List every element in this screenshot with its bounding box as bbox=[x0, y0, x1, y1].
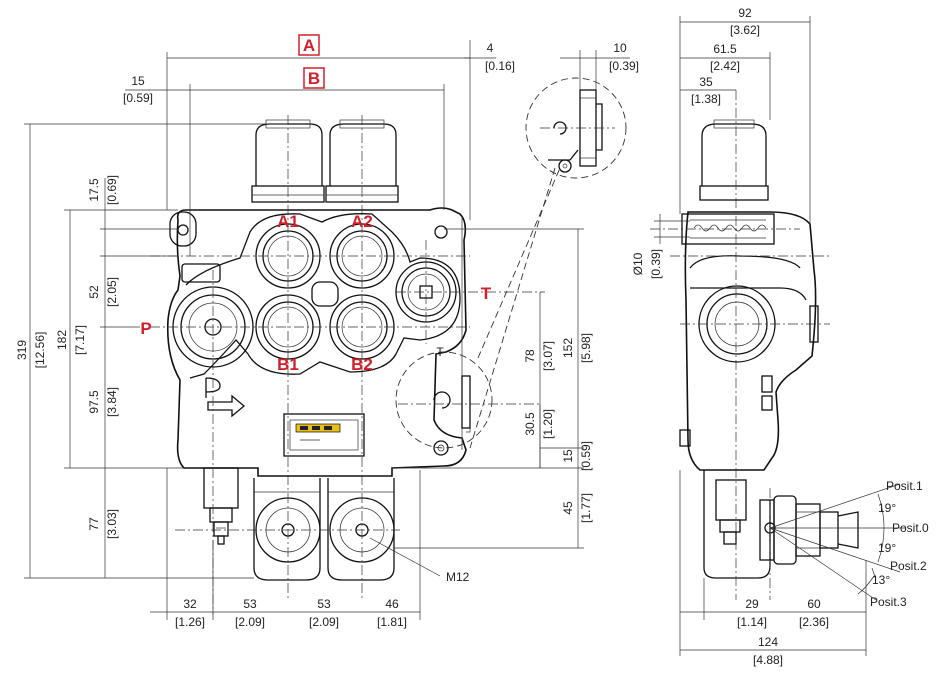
label-posit0: Posit.0 bbox=[892, 521, 929, 535]
dim-17-5-in: [0.69] bbox=[105, 175, 119, 205]
dim-15-top-mm: 15 bbox=[131, 74, 145, 88]
dim-319-in: [12.56] bbox=[33, 332, 47, 369]
dim-4-in: [0.16] bbox=[485, 59, 515, 73]
dim-53-right-in: [2.09] bbox=[309, 615, 339, 629]
detail-leader-line bbox=[469, 167, 556, 449]
dim-152-mm: 152 bbox=[561, 338, 575, 358]
label-t: T bbox=[481, 284, 492, 303]
dimension-values: 4 [0.16] 10 [0.39] 15 [0.59] 92 [3.62] 6… bbox=[15, 6, 829, 667]
dim-97-5-in: [3.84] bbox=[105, 387, 119, 417]
dim-53-left-in: [2.09] bbox=[235, 615, 265, 629]
dim-52-in: [2.05] bbox=[105, 277, 119, 307]
label-posit3: Posit.3 bbox=[870, 595, 907, 609]
lever-housing-right bbox=[327, 478, 395, 581]
front-view bbox=[150, 115, 545, 615]
dim-32-in: [1.26] bbox=[175, 615, 205, 629]
dim-4-mm: 4 bbox=[487, 41, 494, 55]
label-box-b bbox=[303, 67, 325, 89]
dim-124-mm: 124 bbox=[758, 635, 778, 649]
dim-77-mm: 77 bbox=[87, 517, 101, 531]
dim-319-mm: 319 bbox=[15, 340, 29, 360]
body-inner-contour bbox=[185, 213, 461, 379]
label-a1: A1 bbox=[277, 212, 299, 231]
marking-plate bbox=[181, 263, 221, 283]
label-b2: B2 bbox=[351, 355, 373, 374]
dim-60-mm: 60 bbox=[807, 597, 821, 611]
label-b1: B1 bbox=[277, 355, 299, 374]
port-labels: A B A1 A2 B1 B2 P T T M12 Posit.1 Posit.… bbox=[140, 34, 929, 609]
dim-45-mm: 45 bbox=[561, 501, 575, 515]
dim-35-mm: 35 bbox=[699, 75, 713, 89]
label-angle-19-lower: 19° bbox=[878, 541, 896, 555]
dim-78-mm: 78 bbox=[523, 349, 537, 363]
dim-30-5-in: [1.20] bbox=[541, 409, 555, 439]
dim-60-in: [2.36] bbox=[799, 615, 829, 629]
dim-53-right-mm: 53 bbox=[317, 597, 331, 611]
dim-29-mm: 29 bbox=[745, 597, 759, 611]
dim-29-in: [1.14] bbox=[737, 615, 767, 629]
dim-46-in: [1.81] bbox=[377, 615, 407, 629]
dim-78-in: [3.07] bbox=[541, 341, 555, 371]
dim-15-right-mm: 15 bbox=[561, 449, 575, 463]
dim-182-in: [7.17] bbox=[73, 325, 87, 355]
label-a: A bbox=[303, 36, 315, 55]
relief-valve bbox=[203, 467, 239, 545]
dim-92-in: [3.62] bbox=[730, 23, 760, 37]
label-b: B bbox=[308, 69, 320, 88]
dim-dia-10-in: [0.39] bbox=[649, 249, 663, 279]
dim-92-mm: 92 bbox=[738, 6, 752, 20]
dim-61-5-mm: 61.5 bbox=[713, 42, 737, 56]
brand-plate bbox=[283, 413, 365, 457]
dim-15-right-in: [0.59] bbox=[579, 441, 593, 471]
mount-hole-top-right bbox=[434, 225, 448, 239]
label-posit2: Posit.2 bbox=[890, 559, 927, 573]
dim-182-mm: 182 bbox=[55, 330, 69, 350]
side-view bbox=[650, 90, 905, 601]
dim-124-in: [4.88] bbox=[753, 653, 783, 667]
center-pocket bbox=[311, 281, 339, 307]
dim-152-in: [5.98] bbox=[579, 333, 593, 363]
label-posit1: Posit.1 bbox=[886, 479, 923, 493]
lever-housing-left bbox=[253, 478, 321, 581]
label-p: P bbox=[140, 319, 151, 338]
dim-dia-10-mm: Ø10 bbox=[631, 252, 645, 275]
dim-35-in: [1.38] bbox=[691, 92, 721, 106]
dim-53-left-mm: 53 bbox=[243, 597, 257, 611]
label-a2: A2 bbox=[351, 212, 373, 231]
label-t-small: T bbox=[436, 345, 444, 359]
label-box-a bbox=[298, 34, 320, 56]
dim-17-5-mm: 17.5 bbox=[87, 178, 101, 202]
dim-77-in: [3.03] bbox=[105, 509, 119, 539]
dim-10-mm: 10 bbox=[613, 41, 627, 55]
dim-32-mm: 32 bbox=[183, 597, 197, 611]
label-m12: M12 bbox=[446, 570, 470, 584]
dim-61-5-in: [2.42] bbox=[710, 59, 740, 73]
dim-45-in: [1.77] bbox=[579, 493, 593, 523]
dim-15-top-in: [0.59] bbox=[123, 91, 153, 105]
dim-10-in: [0.39] bbox=[609, 59, 639, 73]
dim-46-mm: 46 bbox=[385, 597, 399, 611]
label-angle-19-upper: 19° bbox=[878, 501, 896, 515]
dim-30-5-mm: 30.5 bbox=[523, 412, 537, 436]
dim-52-mm: 52 bbox=[87, 285, 101, 299]
dim-97-5-mm: 97.5 bbox=[87, 390, 101, 414]
label-angle-13: 13° bbox=[872, 573, 890, 587]
detail-bottom-right bbox=[395, 351, 540, 449]
detail-top-right bbox=[525, 77, 627, 179]
dimension-lines bbox=[24, 16, 867, 656]
